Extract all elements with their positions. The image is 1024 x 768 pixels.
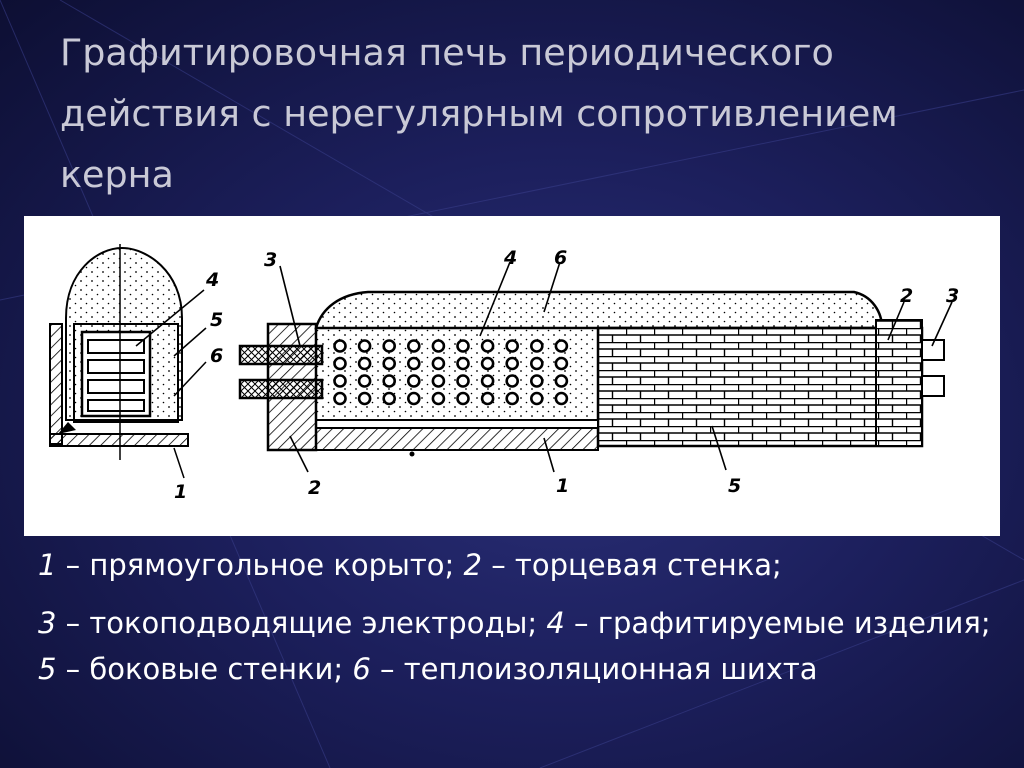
legend-line-2: 3 – токоподводящие электроды; 4 – графит… bbox=[38, 600, 1013, 692]
product-circle bbox=[480, 391, 495, 406]
product-circle bbox=[480, 374, 495, 388]
product-circle bbox=[382, 391, 397, 406]
cross-section-trough bbox=[49, 323, 63, 445]
product-circle bbox=[431, 374, 446, 388]
cross-section-side-wall bbox=[73, 323, 179, 423]
product-circle bbox=[333, 374, 347, 388]
label-cross-5: 5 bbox=[210, 309, 223, 331]
legend-text-5: – боковые стенки; bbox=[56, 652, 353, 686]
legend-text-6: – теплоизоляционная шихта bbox=[370, 652, 818, 686]
product-circle bbox=[456, 374, 470, 388]
product-circle bbox=[456, 391, 470, 406]
product-circle bbox=[554, 339, 569, 353]
product-circle bbox=[480, 356, 495, 371]
product-circle bbox=[406, 339, 421, 353]
product-circle bbox=[529, 374, 544, 388]
label-side-2-right: 2 bbox=[900, 285, 913, 307]
electrode-right-upper bbox=[921, 339, 945, 361]
furnace-diagram: 4 5 6 1 bbox=[24, 216, 1000, 536]
product-circle bbox=[505, 391, 520, 406]
product-circle bbox=[357, 374, 372, 388]
label-side-6: 6 bbox=[554, 247, 567, 269]
legend-num-3: 3 bbox=[38, 606, 57, 640]
product-circle bbox=[505, 339, 520, 353]
product-circle bbox=[456, 339, 470, 353]
electrode-left-upper bbox=[238, 344, 324, 366]
label-side-3-left: 3 bbox=[264, 249, 277, 271]
product-circle bbox=[505, 356, 520, 371]
cross-section-view: 4 5 6 1 bbox=[49, 244, 223, 503]
product-circle bbox=[529, 339, 544, 353]
rectangular-trough bbox=[315, 419, 599, 429]
core-zone bbox=[315, 327, 599, 421]
furnace-drawing: 4 5 6 1 bbox=[49, 244, 959, 503]
label-cross-6: 6 bbox=[210, 345, 223, 367]
product-circle bbox=[333, 356, 347, 371]
product-circle bbox=[456, 356, 470, 371]
label-cross-4: 4 bbox=[205, 269, 219, 291]
legend-num-1: 1 bbox=[38, 548, 57, 582]
product-circle bbox=[431, 356, 446, 371]
product-circle bbox=[333, 339, 347, 353]
legend-num-2: 2 bbox=[463, 548, 482, 582]
legend-num-6: 6 bbox=[352, 652, 371, 686]
product-circle bbox=[554, 391, 569, 406]
label-side-1-bottom: 1 bbox=[556, 475, 569, 497]
product-circle bbox=[505, 374, 520, 388]
product-circle bbox=[529, 391, 544, 406]
label-side-5-bottom: 5 bbox=[728, 475, 741, 497]
legend-text-4: – графитируемые изделия; bbox=[564, 606, 991, 640]
legend-text-3: – токоподводящие электроды; bbox=[56, 606, 547, 640]
product-circle bbox=[406, 356, 421, 371]
product-circle bbox=[431, 339, 446, 353]
product-circle bbox=[431, 391, 446, 406]
longitudinal-view: 3 4 6 2 3 2 1 5 bbox=[238, 247, 959, 499]
product-circle bbox=[382, 356, 397, 371]
legend: 1 – прямоугольное корыто; 2 – торцевая с… bbox=[38, 542, 1013, 692]
product-circle bbox=[333, 391, 347, 406]
product-circle bbox=[357, 339, 372, 353]
label-side-3-right: 3 bbox=[946, 285, 959, 307]
legend-num-5: 5 bbox=[38, 652, 57, 686]
product-circle bbox=[382, 374, 397, 388]
product-circle bbox=[554, 374, 569, 388]
product-circle bbox=[357, 356, 372, 371]
product-circle bbox=[357, 391, 372, 406]
slide-title: Графитировочная печь периодического дейс… bbox=[60, 31, 898, 196]
product-circle bbox=[554, 356, 569, 371]
electrode-left-lower bbox=[238, 378, 324, 400]
product-circle bbox=[529, 356, 544, 371]
legend-line-1: 1 – прямоугольное корыто; 2 – торцевая с… bbox=[38, 542, 1013, 588]
graphitized-products bbox=[333, 339, 569, 406]
legend-text-2: – торцевая стенка; bbox=[482, 548, 782, 582]
label-side-2-bottom: 2 bbox=[308, 477, 321, 499]
legend-text-1: – прямоугольное корыто; bbox=[56, 548, 464, 582]
brick-side-wall bbox=[596, 326, 924, 448]
product-circle bbox=[406, 391, 421, 406]
label-side-4: 4 bbox=[503, 247, 517, 269]
insulation-charge bbox=[314, 290, 884, 330]
product-circle bbox=[406, 374, 421, 388]
product-circle bbox=[480, 339, 495, 353]
electrode-right-lower bbox=[921, 375, 945, 397]
product-circle bbox=[382, 339, 397, 353]
label-cross-1: 1 bbox=[174, 481, 187, 503]
legend-num-4: 4 bbox=[546, 606, 565, 640]
